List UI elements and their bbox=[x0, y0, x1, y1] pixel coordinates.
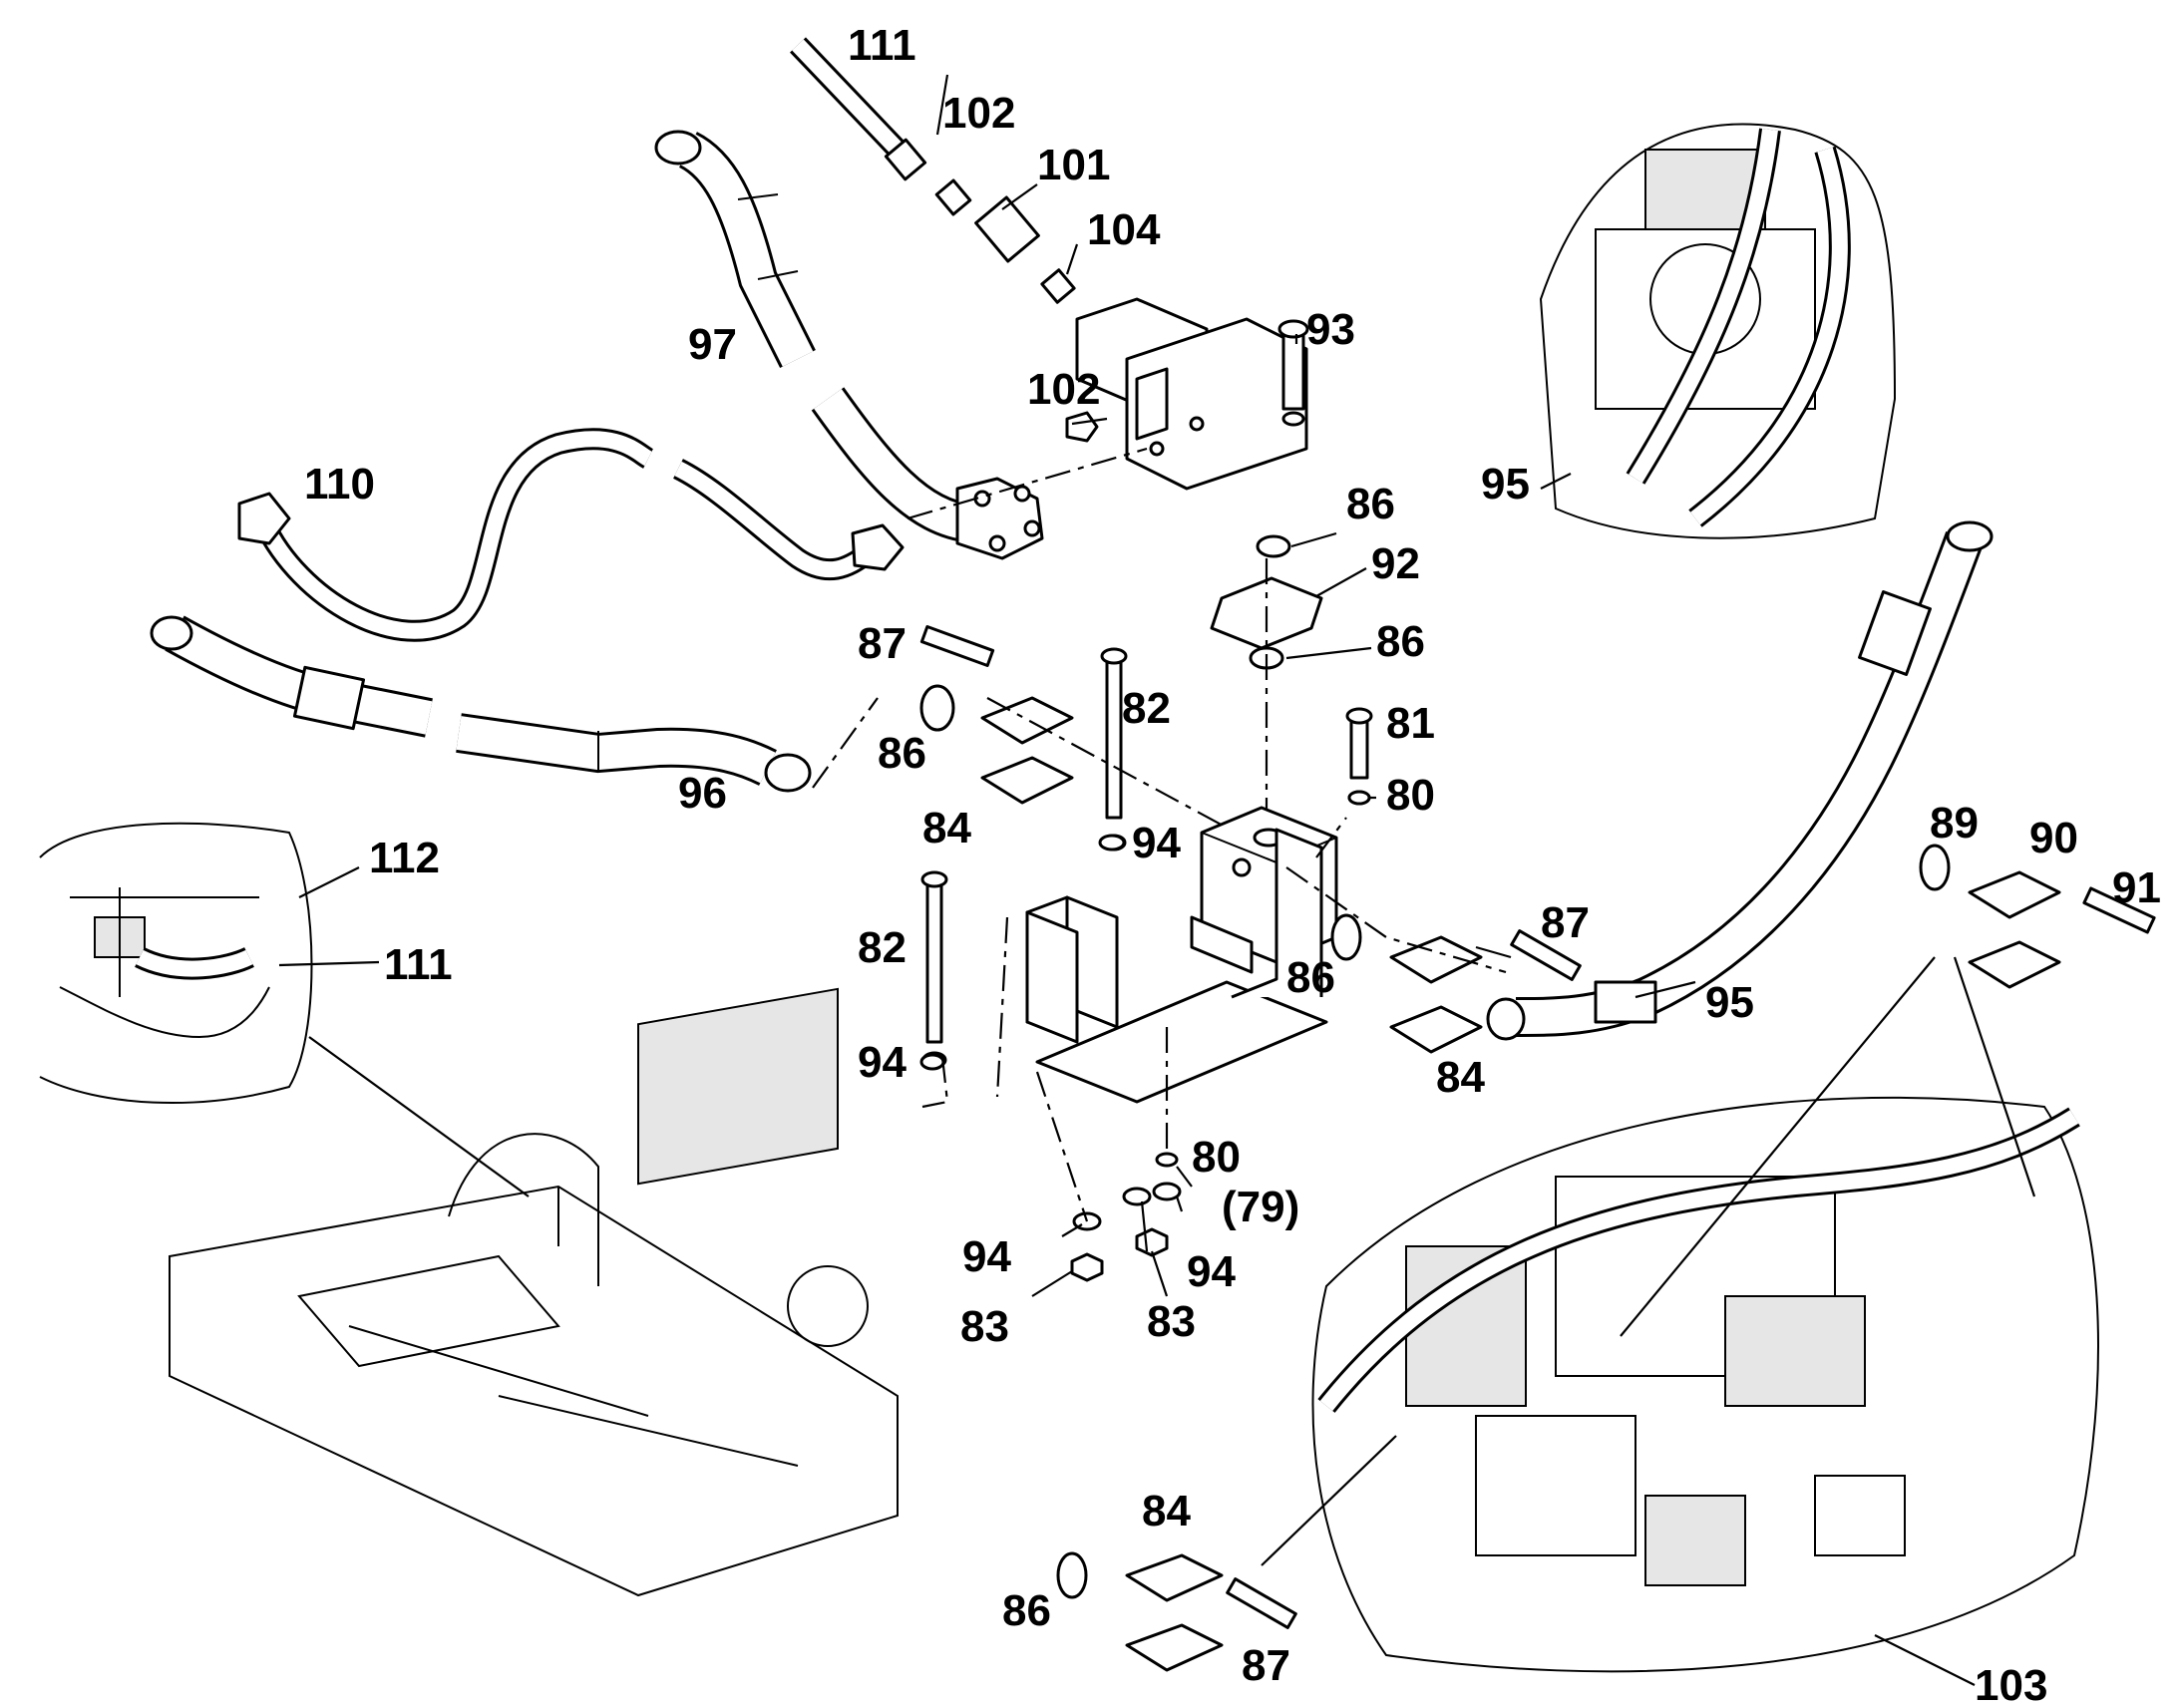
callout-92: 92 bbox=[1371, 539, 1420, 588]
callout-94-c: 94 bbox=[962, 1232, 1011, 1281]
flange-92-orings-86 bbox=[1210, 534, 1323, 818]
engine-bay-view bbox=[1261, 956, 2099, 1673]
callout-87-b: 87 bbox=[1541, 898, 1590, 947]
callout-103: 103 bbox=[1975, 1661, 2047, 1708]
bolt-93 bbox=[1277, 319, 1309, 427]
callout-84-b: 84 bbox=[1436, 1053, 1485, 1102]
hose-97 bbox=[654, 130, 1044, 560]
callout-81: 81 bbox=[1386, 699, 1435, 748]
callout-labels: 111 102 101 104 97 93 102 110 95 86 92 8… bbox=[304, 21, 2161, 1708]
callout-112: 112 bbox=[369, 834, 440, 882]
callout-90: 90 bbox=[2029, 814, 2078, 862]
callout-86-c: 86 bbox=[878, 729, 926, 778]
callout-95-top: 95 bbox=[1481, 460, 1530, 509]
hose-95 bbox=[1486, 520, 1994, 1041]
callout-101: 101 bbox=[1037, 141, 1110, 189]
callout-86-d: 86 bbox=[1286, 953, 1335, 1002]
machine-frame-view bbox=[169, 987, 899, 1597]
valve-body bbox=[1065, 297, 1308, 491]
callout-89: 89 bbox=[1930, 799, 1979, 848]
pump-inset-view bbox=[1539, 123, 1897, 539]
fittings-101-104 bbox=[790, 37, 1076, 304]
callout-80-a: 80 bbox=[1386, 771, 1435, 820]
callout-102-mid: 102 bbox=[1027, 365, 1100, 414]
callout-86-a: 86 bbox=[1346, 480, 1395, 528]
callout-86-b: 86 bbox=[1376, 617, 1425, 666]
callout-87-c: 87 bbox=[1242, 1641, 1290, 1690]
callout-111-top: 111 bbox=[848, 21, 916, 70]
callout-93: 93 bbox=[1306, 305, 1355, 354]
leader-lines bbox=[278, 74, 1976, 1686]
callout-91: 91 bbox=[2112, 863, 2161, 912]
callout-102-top: 102 bbox=[942, 89, 1015, 138]
callout-82-a: 82 bbox=[1122, 684, 1171, 733]
hose-110 bbox=[237, 428, 905, 642]
detail-inset-view bbox=[39, 822, 530, 1197]
callout-111-inset: 111 bbox=[384, 940, 453, 989]
cap-screws-87-91 bbox=[919, 625, 2156, 1629]
callout-79: (79) bbox=[1222, 1183, 1299, 1231]
callout-87-a: 87 bbox=[858, 619, 907, 668]
callout-95-right: 95 bbox=[1705, 978, 1754, 1027]
callout-104: 104 bbox=[1087, 205, 1161, 254]
nuts-washers-79-80-83-94 bbox=[919, 790, 1371, 1282]
hose-96 bbox=[150, 615, 812, 793]
callout-97: 97 bbox=[688, 320, 737, 369]
callout-86-e: 86 bbox=[1002, 1586, 1051, 1635]
callout-94-d: 94 bbox=[1187, 1247, 1236, 1296]
assembly-lines bbox=[812, 447, 1507, 1222]
callout-84-a: 84 bbox=[922, 804, 971, 853]
clamp-halves-84 bbox=[980, 696, 2061, 1672]
o-rings-86-89 bbox=[919, 684, 1951, 1599]
callout-94-a: 94 bbox=[1132, 819, 1181, 867]
spacer-bracket bbox=[1025, 828, 1328, 1104]
callout-80-b: 80 bbox=[1192, 1133, 1241, 1182]
callout-110: 110 bbox=[304, 460, 375, 509]
callout-94-b: 94 bbox=[858, 1038, 907, 1087]
callout-83-a: 83 bbox=[960, 1302, 1009, 1351]
callout-83-b: 83 bbox=[1147, 1297, 1196, 1346]
callout-82-b: 82 bbox=[858, 923, 907, 972]
callout-84-c: 84 bbox=[1142, 1487, 1191, 1536]
bolts-81-82 bbox=[920, 647, 1373, 1069]
callout-96: 96 bbox=[678, 769, 727, 818]
